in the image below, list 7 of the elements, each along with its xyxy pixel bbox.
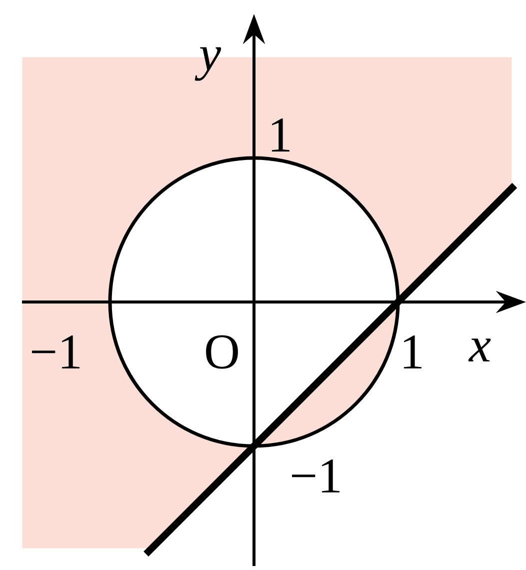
tick-label: −1 xyxy=(292,460,340,492)
origin-label: O xyxy=(206,335,238,369)
tick-label: 1 xyxy=(404,336,422,368)
axis-label: x xyxy=(468,338,491,362)
tick-label: −1 xyxy=(32,336,80,368)
tick-label: 1 xyxy=(272,118,290,152)
axis-label: y xyxy=(194,47,222,81)
